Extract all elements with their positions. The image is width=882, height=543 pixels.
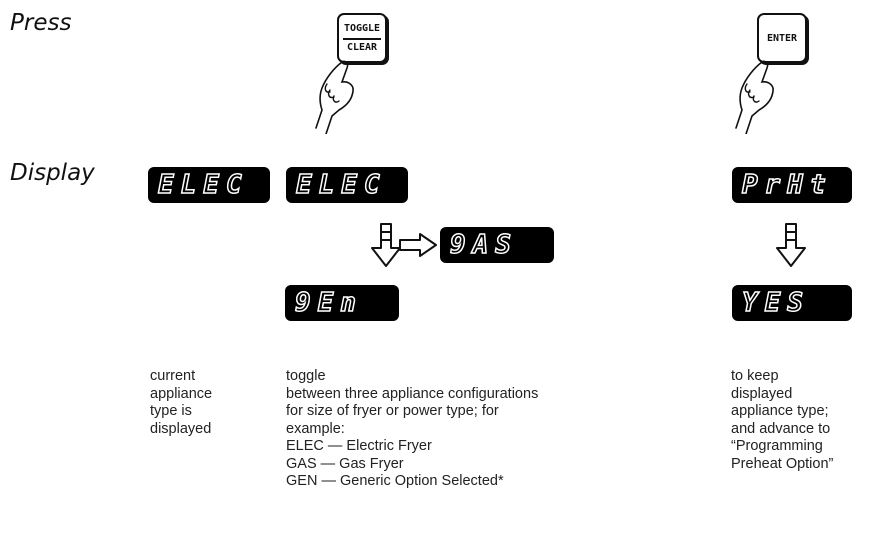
- display-enter-result: YES: [732, 285, 852, 321]
- pointing-hand-icon: [732, 60, 784, 134]
- display-gen: 9En: [285, 285, 399, 321]
- display-enter-result-text: YES: [742, 288, 810, 318]
- enter-description-line: to keep: [731, 368, 833, 386]
- key-divider: [343, 38, 381, 40]
- enter-description-line: Preheat Option”: [731, 456, 833, 474]
- current-description-line: type is: [150, 403, 212, 421]
- toggle-description-line: GAS — Gas Fryer: [286, 456, 538, 474]
- press-label: Press: [10, 10, 71, 36]
- toggle-clear-key[interactable]: TOGGLE CLEAR: [337, 13, 387, 63]
- display-enter-start-text: PrHt: [742, 170, 833, 200]
- display-gas: 9AS: [440, 227, 554, 263]
- enter-key-label: ENTER: [759, 33, 805, 44]
- display-gas-text: 9AS: [450, 230, 518, 260]
- toggle-description: toggle between three appliance configura…: [286, 368, 538, 491]
- enter-description-line: appliance type;: [731, 403, 833, 421]
- enter-description-line: “Programming: [731, 438, 833, 456]
- display-gen-text: 9En: [295, 288, 363, 318]
- toggle-description-line: toggle: [286, 368, 538, 386]
- enter-description-line: displayed: [731, 386, 833, 404]
- pointing-hand-icon: [312, 60, 364, 134]
- toggle-key-label: TOGGLE: [339, 23, 385, 34]
- display-label: Display: [10, 160, 95, 186]
- display-current: ELEC: [148, 167, 270, 203]
- toggle-description-line: for size of fryer or power type; for: [286, 403, 538, 421]
- current-description-line: appliance: [150, 386, 212, 404]
- display-enter-start: PrHt: [732, 167, 852, 203]
- display-toggle-start: ELEC: [286, 167, 408, 203]
- toggle-description-line: GEN — Generic Option Selected*: [286, 473, 538, 491]
- current-description-line: displayed: [150, 421, 212, 439]
- clear-key-label: CLEAR: [339, 42, 385, 53]
- enter-description-line: and advance to: [731, 421, 833, 439]
- enter-description: to keep displayed appliance type; and ad…: [731, 368, 833, 473]
- current-description: current appliance type is displayed: [150, 368, 212, 438]
- enter-key[interactable]: ENTER: [757, 13, 807, 63]
- down-arrow-icon: [775, 222, 807, 268]
- current-description-line: current: [150, 368, 212, 386]
- toggle-description-line: example:: [286, 421, 538, 439]
- toggle-description-line: between three appliance configurations: [286, 386, 538, 404]
- toggle-description-line: ELEC — Electric Fryer: [286, 438, 538, 456]
- display-current-text: ELEC: [158, 170, 249, 200]
- display-toggle-start-text: ELEC: [296, 170, 387, 200]
- right-arrow-icon: [398, 232, 438, 258]
